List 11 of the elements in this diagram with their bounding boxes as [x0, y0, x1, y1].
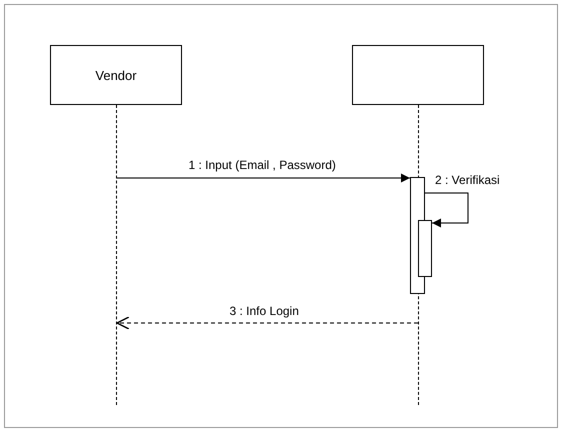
message-label: 1 : Input (Email , Password) [188, 158, 337, 172]
participant-name: Vendor [95, 68, 137, 82]
activation-bar [418, 220, 432, 277]
message-label: 3 : Info Login [228, 304, 300, 318]
lifeline [116, 105, 117, 405]
participant-box [50, 45, 182, 105]
message-arrow [116, 174, 410, 182]
return-arrow [116, 316, 418, 330]
message-label: 2 : Verifikasi [434, 173, 501, 187]
lifeline-box [352, 45, 484, 105]
self-message-arrow [424, 192, 468, 228]
